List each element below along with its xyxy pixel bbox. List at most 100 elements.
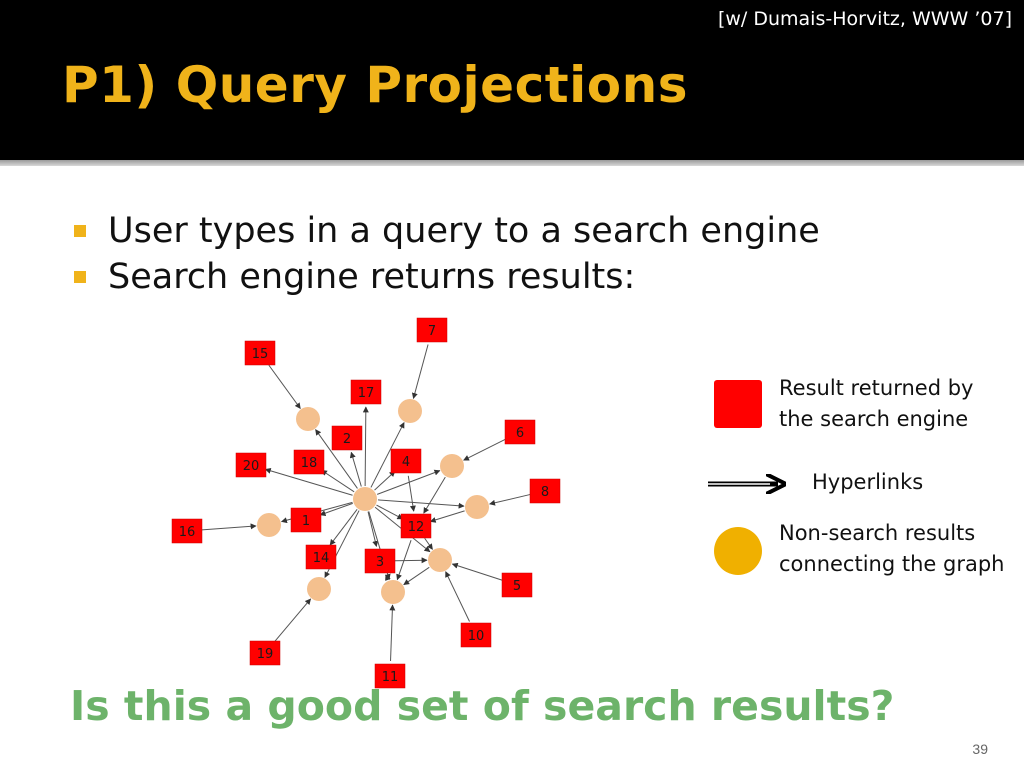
result-node: 19: [249, 640, 281, 666]
connector-node: [440, 454, 464, 478]
hyperlink-edge: [264, 467, 353, 496]
hyperlink-edge: [201, 523, 257, 531]
result-node-label: 10: [468, 629, 485, 644]
result-node-label: 5: [513, 579, 521, 594]
result-node-box: [529, 478, 561, 504]
non-search-legend-label: Non-search results connecting the graph: [779, 521, 1005, 576]
hyperlink-edge: [319, 502, 353, 516]
hyperlink-edge: [385, 574, 391, 581]
result-node-label: 3: [376, 555, 384, 570]
hyperlink-edge: [274, 598, 312, 642]
result-node-label: 2: [343, 432, 351, 447]
bullet-list: User types in a query to a search engine…: [72, 208, 820, 300]
closing-question: Is this a good set of search results?: [70, 682, 895, 730]
result-node: 7: [416, 317, 448, 343]
result-node: 1: [290, 507, 322, 533]
result-node-label: 19: [257, 647, 274, 662]
bullet-text: User types in a query to a search engine: [108, 211, 820, 251]
connector-node: [398, 399, 422, 423]
result-node-label: 8: [541, 485, 549, 500]
hyperlink-edge: [374, 470, 396, 491]
result-node: 2: [331, 425, 363, 451]
hyperlinks-legend-label: Hyperlinks: [812, 470, 924, 494]
result-node-label: 11: [382, 670, 399, 685]
hyperlink-edge: [394, 557, 428, 564]
hyperlink-edge: [424, 537, 433, 550]
hyperlink-edge: [349, 451, 362, 487]
hyperlink-edge: [389, 604, 396, 662]
hyperlink-edge: [376, 469, 441, 495]
hyperlink-edge: [451, 562, 503, 581]
result-node: 10: [460, 622, 492, 648]
connector-node: [465, 495, 489, 519]
result-node-box: [501, 572, 533, 598]
result-node-box: [364, 548, 396, 574]
result-node-label: 18: [301, 456, 318, 471]
result-node-label: 15: [252, 347, 269, 362]
bullet-text: Search engine returns results:: [108, 257, 636, 297]
result-node-label: 16: [179, 525, 196, 540]
hyperlink-edge: [403, 566, 430, 586]
result-legend-swatch: [714, 380, 762, 428]
result-node: 12: [400, 513, 432, 539]
title-divider: [0, 160, 1024, 166]
result-node: 6: [504, 419, 536, 445]
bullet-item: Search engine returns results:: [72, 254, 820, 300]
square-bullet-icon: [74, 271, 86, 283]
connector-node: [296, 407, 320, 431]
result-node-box: [331, 425, 363, 451]
result-node-label: 12: [408, 520, 425, 535]
result-node: 11: [374, 663, 406, 689]
result-node-box: [244, 340, 276, 366]
connector-node: [307, 577, 331, 601]
result-node-box: [171, 518, 203, 544]
result-node-box: [400, 513, 432, 539]
result-node: 18: [293, 449, 325, 475]
result-node-label: 20: [243, 459, 260, 474]
result-node-box: [249, 640, 281, 666]
result-node: 15: [244, 340, 276, 366]
result-node-label: 7: [428, 324, 436, 339]
result-node-box: [305, 544, 337, 570]
result-node: 17: [350, 379, 382, 405]
hyperlink-edge: [396, 540, 412, 581]
result-node-box: [235, 452, 267, 478]
result-node: 5: [501, 572, 533, 598]
square-bullet-icon: [74, 225, 86, 237]
bullet-item: User types in a query to a search engine: [72, 208, 820, 254]
slide-title: P1) Query Projections: [62, 56, 688, 114]
hyperlink-edge: [429, 510, 465, 523]
result-node-label: 17: [358, 386, 375, 401]
result-node: 20: [235, 452, 267, 478]
connector-node: [381, 580, 405, 604]
hyperlink-edge: [321, 469, 355, 493]
hyperlink-edge: [423, 476, 446, 514]
hyperlink-edge: [489, 493, 531, 506]
citation: [w/ Dumais-Horvitz, WWW ’07]: [717, 8, 1012, 30]
hyperlink-edge: [407, 475, 416, 512]
result-node: 8: [529, 478, 561, 504]
hyperlink-edge: [463, 438, 507, 461]
result-node-box: [374, 663, 406, 689]
result-node-box: [504, 419, 536, 445]
result-node: 3: [364, 548, 396, 574]
hyperlink-edge: [362, 406, 369, 487]
result-node: 4: [390, 448, 422, 474]
result-node-label: 4: [402, 455, 410, 470]
result-node-label: 6: [516, 426, 524, 441]
result-node-label: 1: [302, 514, 310, 529]
result-node-box: [390, 448, 422, 474]
result-node: 14: [305, 544, 337, 570]
hyperlink-edge: [370, 422, 405, 488]
hyperlink-edge: [367, 511, 379, 548]
result-legend-label: Result returned by the search engine: [779, 376, 974, 431]
result-node-box: [460, 622, 492, 648]
hyperlink-edge: [377, 499, 465, 509]
connector-node: [428, 548, 452, 572]
result-node-box: [293, 449, 325, 475]
hyperlink-edge: [376, 504, 404, 520]
result-node-box: [350, 379, 382, 405]
hyperlink-edge: [315, 429, 358, 489]
hyperlink-edge: [268, 364, 301, 409]
